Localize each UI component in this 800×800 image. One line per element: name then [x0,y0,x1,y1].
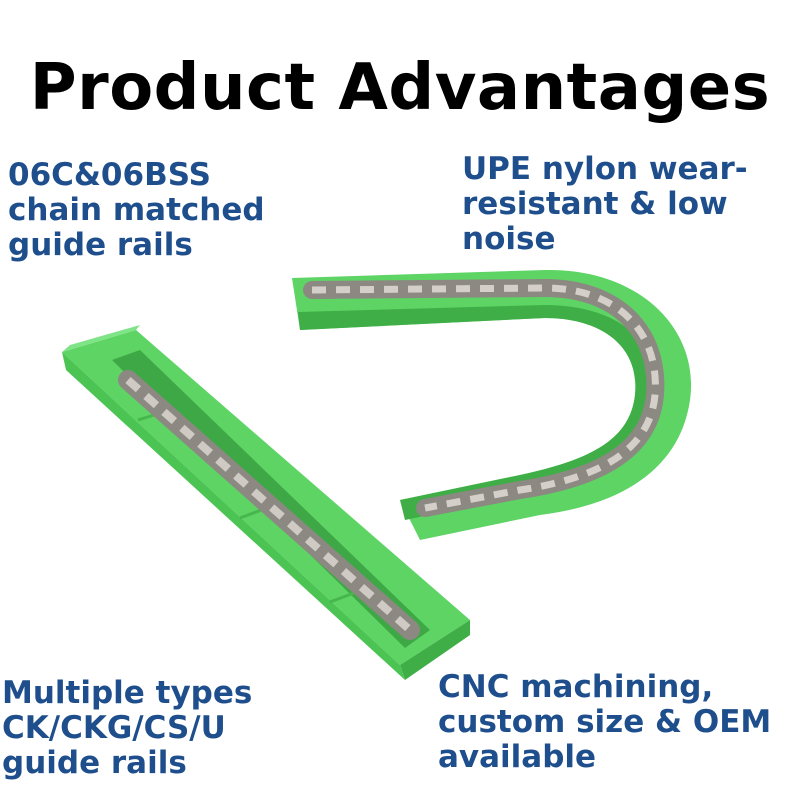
page-title: Product Advantages [29,51,771,125]
caption-upe-nylon: UPE nylon wear- resistant & low noise [462,151,748,257]
caption-cnc-machining: CNC machining, custom size & OEM availab… [438,669,772,775]
curved-chain [303,278,665,517]
caption-chain-matched: 06C&06BSS chain matched guide rails [8,157,265,263]
straight-chain [118,370,420,640]
caption-multiple-types: Multiple types CK/CKG/CS/U guide rails [2,675,253,781]
